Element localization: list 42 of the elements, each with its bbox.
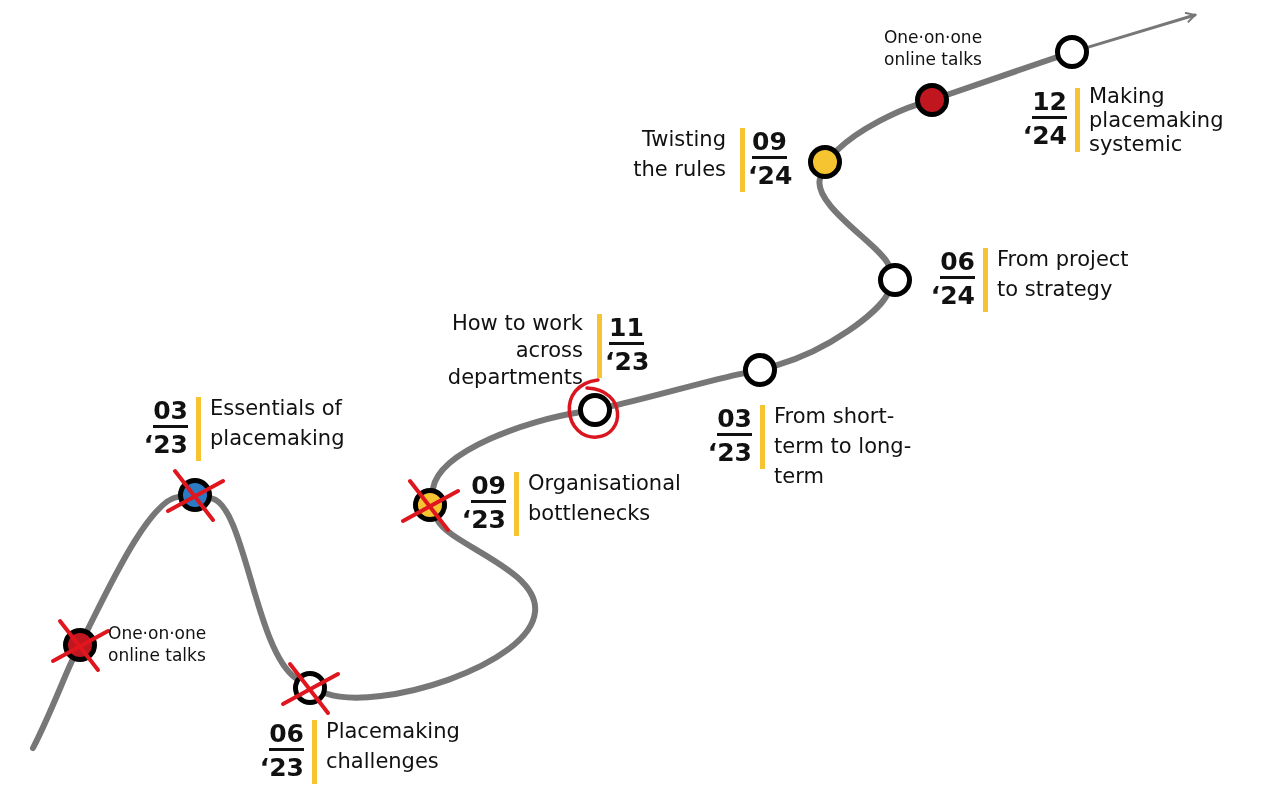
year-number: ‘23 [605,347,650,377]
milestone-title: How to work across departments [446,310,583,391]
milestone-dot [915,83,949,117]
timeline-path [84,493,182,633]
milestone-dot [878,263,912,297]
month-number: 09 [752,128,787,159]
milestone-title: Placemaking challenges [326,718,461,775]
timeline-path [30,657,76,751]
timeline-path [208,495,299,682]
milestone-title: Organisational bottlenecks [528,470,682,527]
year-number: ‘24 [748,161,793,191]
month-number: 12 [1032,88,1067,119]
year-number: ‘23 [259,753,304,783]
milestone-title: Making placemaking systemic [1089,84,1225,156]
month-number: 06 [269,720,304,751]
timeline-path [945,54,1059,98]
month-number: 09 [471,472,506,503]
event-note: One·on·one online talks [108,622,208,666]
milestone-dot [808,145,842,179]
timeline-path [834,102,919,154]
timeline-path [430,409,582,492]
milestone-dot [743,353,777,387]
year-number: ‘23 [143,430,188,460]
month-number: 11 [609,314,644,345]
year-number: ‘23 [461,505,506,535]
milestone-dot [1055,35,1089,69]
month-number: 03 [717,405,752,436]
timeline-path [773,292,890,369]
year-number: ‘24 [930,281,975,311]
year-number: ‘23 [707,438,752,468]
timeline-path [1086,11,1197,49]
year-number: ‘24 [1022,121,1067,151]
milestone-title: From project to strategy [997,246,1130,303]
month-number: 06 [940,248,975,279]
timeline-path [608,370,747,410]
milestone-title: Essentials of placemaking [210,395,346,452]
month-number: 03 [153,397,188,428]
timeline-path [816,175,892,268]
event-note: One·on·one online talks [882,26,984,70]
milestone-title: From short-term to long-term [774,403,913,490]
milestone-dot [578,393,612,427]
milestone-title: Twisting the rules [632,126,726,183]
